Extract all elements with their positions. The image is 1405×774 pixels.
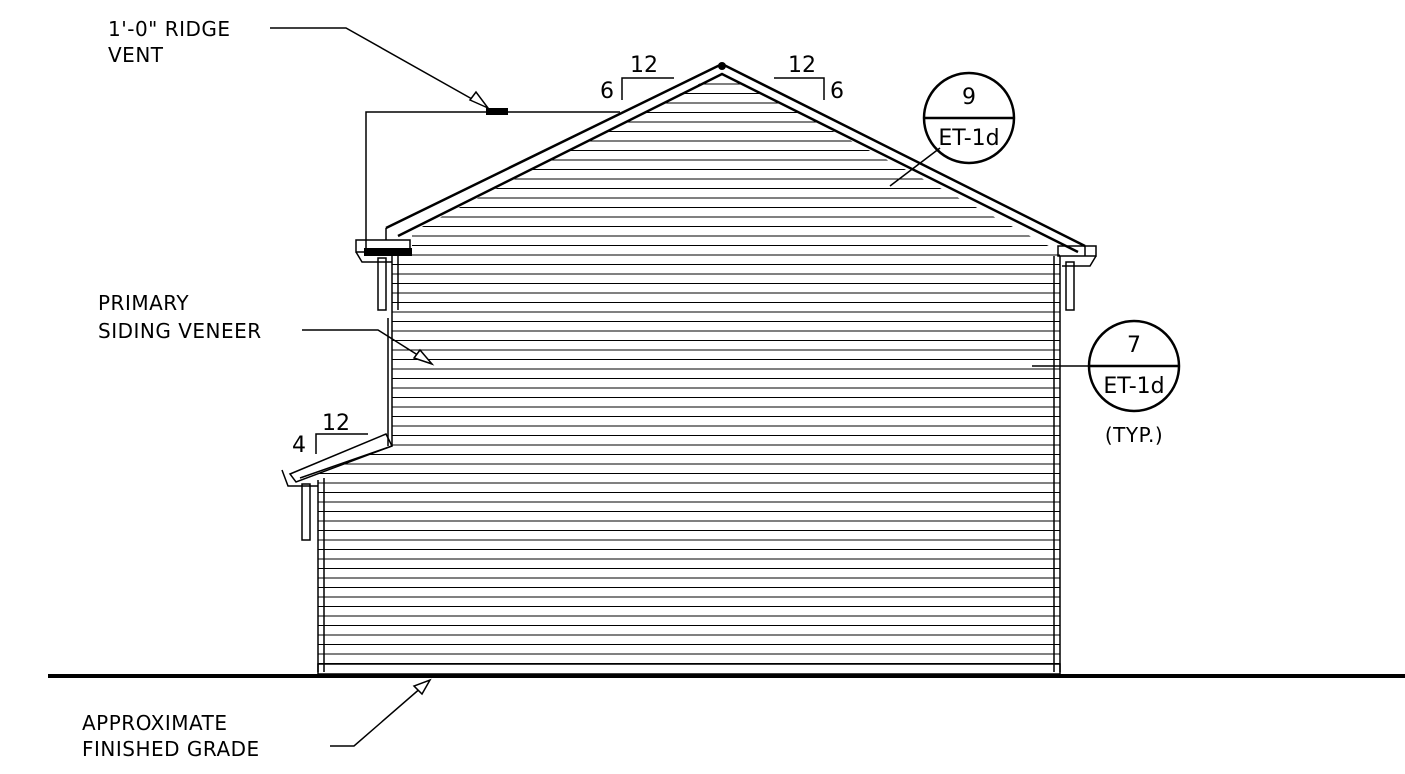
pitch-run-label: 12 — [630, 53, 658, 78]
typical-note: (TYP.) — [1105, 423, 1163, 447]
siding-leader — [302, 329, 435, 366]
sheet-number: ET-1d — [1103, 374, 1164, 399]
detail-number: 9 — [962, 85, 976, 110]
left-upper-eave — [355, 239, 412, 446]
grade-note-line1: APPROXIMATE — [82, 711, 228, 735]
pitch-rise-label: 6 — [830, 79, 844, 104]
pitch-run-label: 12 — [322, 411, 350, 436]
pitch-run-label: 12 — [788, 53, 816, 78]
lower-roof — [281, 433, 394, 672]
roof-detail-callout: 9 ET-1d — [889, 71, 1016, 187]
pitch-lower: 12 4 — [292, 411, 368, 458]
ridge-cap — [718, 62, 726, 70]
detail-number: 7 — [1127, 333, 1141, 358]
pitch-main-left: 12 6 — [600, 53, 674, 104]
grade-note-line2: FINISHED GRADE — [82, 737, 260, 761]
sheet-number: ET-1d — [938, 126, 999, 151]
wall-detail-callout: 7 ET-1d (TYP.) — [1032, 319, 1181, 447]
siding-lines — [318, 83, 1060, 664]
grade-leader — [330, 678, 432, 747]
main-roof — [385, 62, 1086, 256]
siding-note-line1: PRIMARY — [98, 291, 189, 315]
pitch-rise-label: 4 — [292, 433, 306, 458]
ridge-vent-leader — [270, 27, 620, 250]
ridge-vent-note-line2: VENT — [108, 43, 164, 67]
pitch-main-right: 12 6 — [774, 53, 844, 104]
siding-note-line2: SIDING VENEER — [98, 319, 262, 343]
pitch-rise-label: 6 — [600, 79, 614, 104]
grade-line — [48, 663, 1405, 678]
ridge-vent-note-line1: 1'-0" RIDGE — [108, 17, 231, 41]
right-upper-eave — [1053, 245, 1097, 672]
